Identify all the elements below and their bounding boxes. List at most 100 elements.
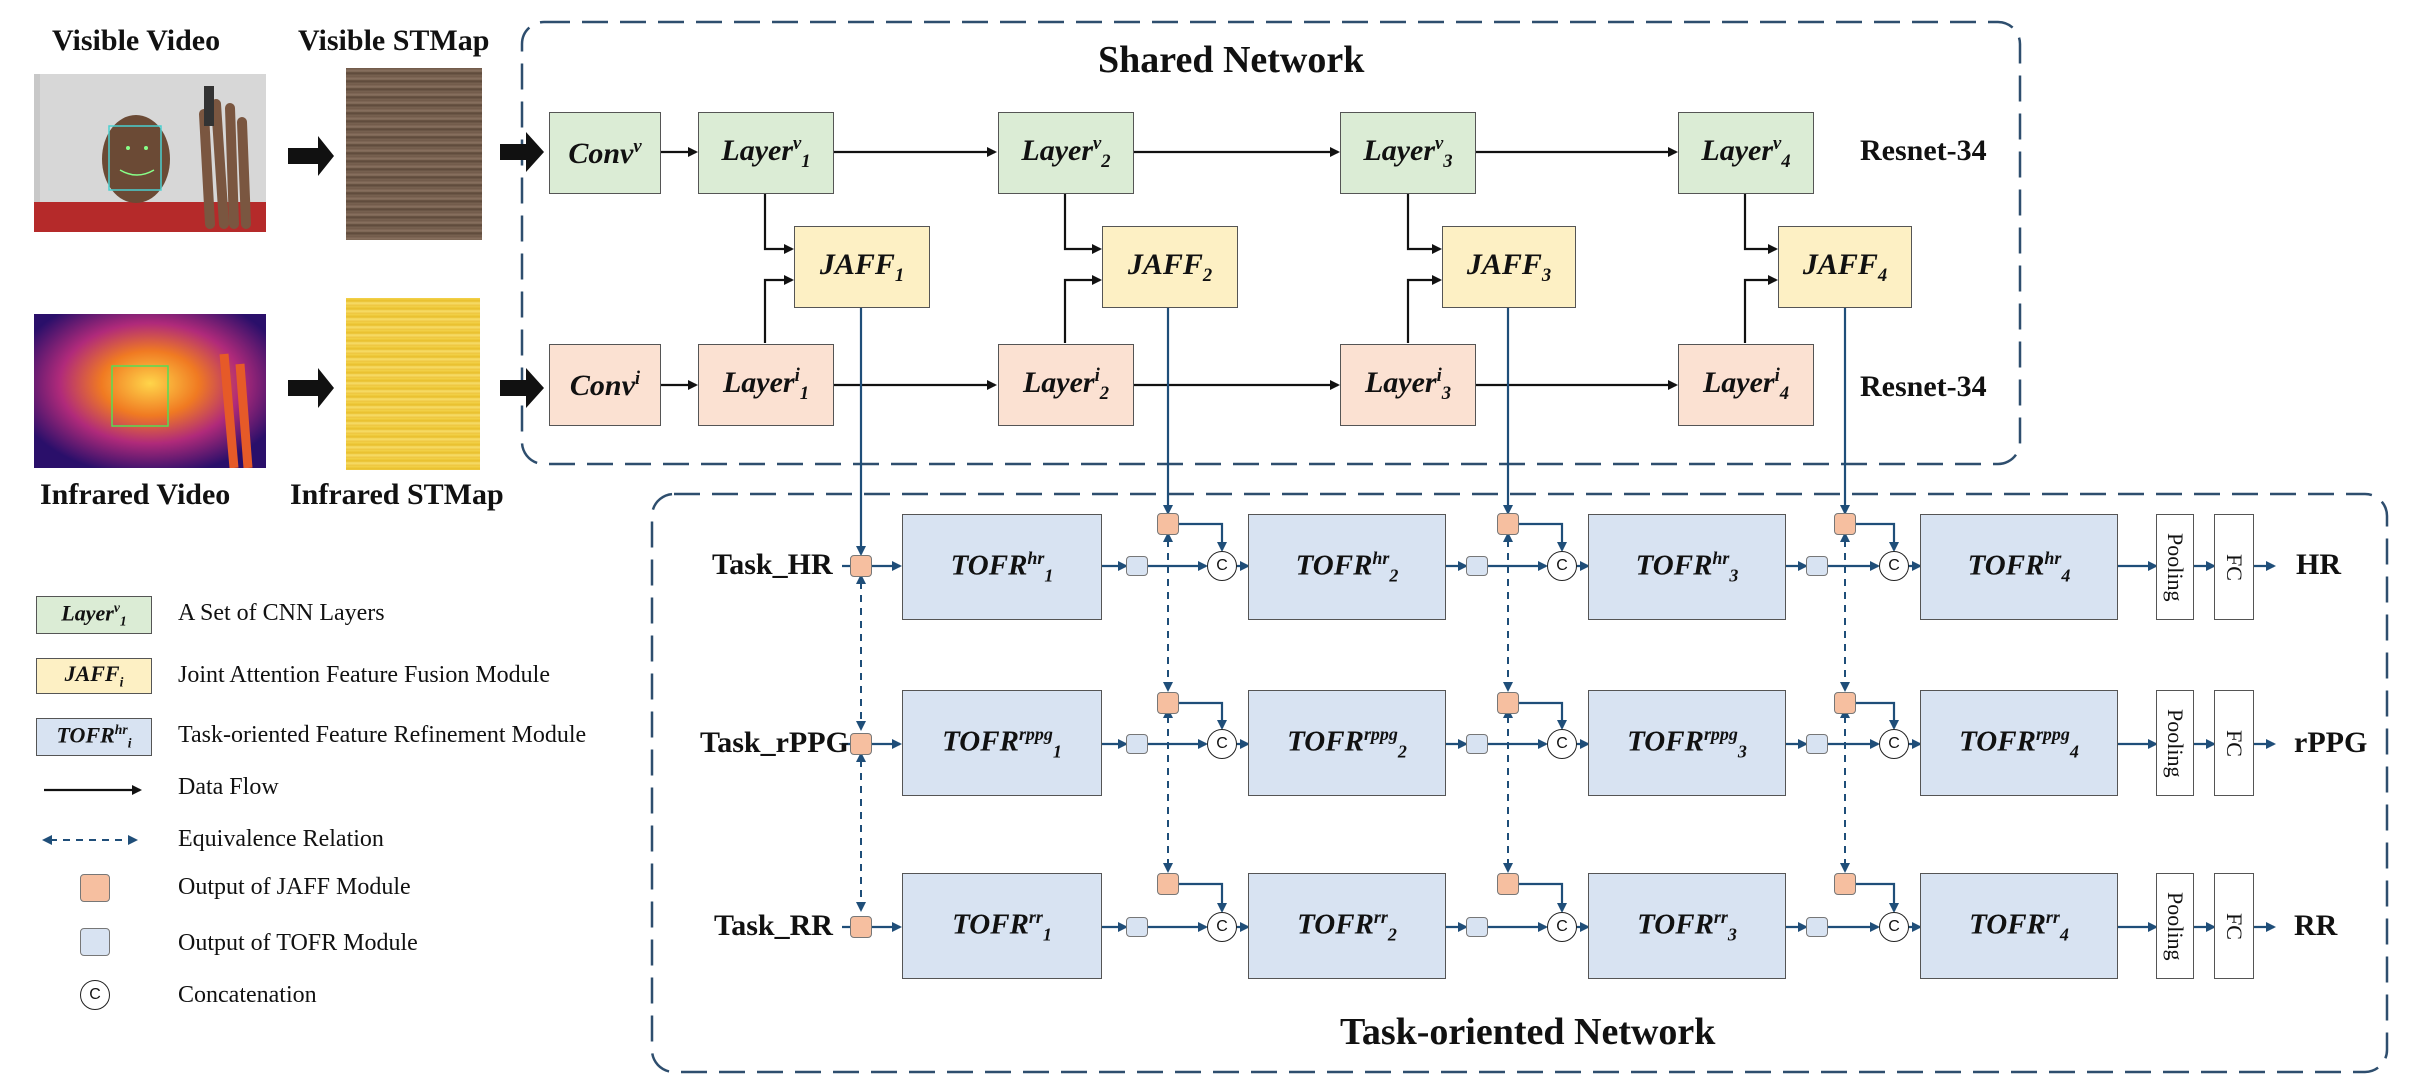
tofr-output-square	[1126, 556, 1148, 576]
concat-circle: C	[1547, 551, 1577, 581]
jaff-output-square	[850, 733, 872, 755]
jaff-output-square	[1157, 873, 1179, 895]
layer-visible-3: Layerv3	[1340, 112, 1476, 194]
jaff-4: JAFF4	[1778, 226, 1912, 308]
tofr-hr-1: TOFRhr1	[902, 514, 1102, 620]
jaff-output-square	[850, 916, 872, 938]
legend-blue-square-icon	[80, 928, 110, 956]
pooling-rppg: Pooling	[2156, 690, 2194, 796]
fc-rppg: FC	[2214, 690, 2254, 796]
tofr-rppg-1: TOFRrppg1	[902, 690, 1102, 796]
legend-jaff-icon: JAFFi	[36, 658, 152, 694]
tofr-output-square	[1126, 917, 1148, 937]
legend-solid-arrow-icon	[44, 780, 144, 800]
legend-dashed-arrow-icon	[48, 830, 140, 850]
jaff-output-square	[1497, 692, 1519, 714]
legend-text: Equivalence Relation	[178, 826, 384, 852]
jaff-output-square	[1834, 513, 1856, 535]
concat-circle: C	[1207, 729, 1237, 759]
jaff-output-square	[1157, 692, 1179, 714]
output-label-hr: HR	[2296, 548, 2341, 581]
concat-circle: C	[1547, 729, 1577, 759]
conv-infrared-text: Convi	[569, 367, 641, 402]
fc-hr: FC	[2214, 514, 2254, 620]
jaff-output-square	[1497, 873, 1519, 895]
tofr-rr-1: TOFRrr1	[902, 873, 1102, 979]
task-label-hr: Task_HR	[712, 548, 833, 581]
visible-stmap-image	[346, 68, 482, 240]
jaff-output-square	[1834, 692, 1856, 714]
layer-infrared-1: Layeri1	[698, 344, 834, 426]
jaff-output-square	[1497, 513, 1519, 535]
fc-rr: FC	[2214, 873, 2254, 979]
conv-infrared: Convi	[549, 344, 661, 426]
concat-circle: C	[1207, 551, 1237, 581]
tofr-output-square	[1806, 556, 1828, 576]
layer-infrared-2: Layeri2	[998, 344, 1134, 426]
infrared-video-label: Infrared Video	[40, 478, 231, 511]
output-label-rppg: rPPG	[2294, 726, 2368, 759]
jaff-output-square	[850, 555, 872, 577]
pooling-rr: Pooling	[2156, 873, 2194, 979]
concat-circle: C	[1547, 912, 1577, 942]
tofr-hr-4: TOFRhr4	[1920, 514, 2118, 620]
layer-visible-2: Layerv2	[998, 112, 1134, 194]
tofr-rppg-4: TOFRrppg4	[1920, 690, 2118, 796]
layer-infrared-3: Layeri3	[1340, 344, 1476, 426]
jaff-output-square	[1157, 513, 1179, 535]
jaff-2: JAFF2	[1102, 226, 1238, 308]
tofr-hr-2: TOFRhr2	[1248, 514, 1446, 620]
concat-circle: C	[1879, 551, 1909, 581]
resnet-label-top: Resnet-34	[1860, 134, 1987, 167]
legend-text: Output of JAFF Module	[178, 874, 411, 900]
jaff-1: JAFF1	[794, 226, 930, 308]
jaff-output-square	[1834, 873, 1856, 895]
tofr-hr-3: TOFRhr3	[1588, 514, 1786, 620]
infrared-stmap-image	[346, 298, 480, 470]
legend-text: Output of TOFR Module	[178, 930, 418, 956]
tofr-output-square	[1466, 734, 1488, 754]
tofr-rppg-3: TOFRrppg3	[1588, 690, 1786, 796]
visible-video-frame	[34, 74, 266, 232]
infrared-stmap-label: Infrared STMap	[290, 478, 504, 511]
task-label-rr: Task_RR	[714, 909, 833, 942]
tofr-output-square	[1466, 556, 1488, 576]
pooling-hr: Pooling	[2156, 514, 2194, 620]
legend-tofr-icon: TOFRhri	[36, 718, 152, 756]
visible-stmap-label: Visible STMap	[298, 24, 490, 57]
concat-circle: C	[1879, 729, 1909, 759]
tofr-output-square	[1806, 917, 1828, 937]
legend-orange-square-icon	[80, 874, 110, 902]
tofr-rppg-2: TOFRrppg2	[1248, 690, 1446, 796]
tofr-output-square	[1126, 734, 1148, 754]
layer-visible-1: Layerv1	[698, 112, 834, 194]
output-label-rr: RR	[2294, 909, 2338, 942]
tofr-rr-3: TOFRrr3	[1588, 873, 1786, 979]
shared-network-frame	[520, 20, 2022, 466]
legend-text: Task-oriented Feature Refinement Module	[178, 722, 587, 748]
shared-network-title: Shared Network	[1098, 39, 1365, 81]
tofr-output-square	[1806, 734, 1828, 754]
conv-visible: Convv	[549, 112, 661, 194]
concat-circle: C	[1879, 912, 1909, 942]
tofr-rr-4: TOFRrr4	[1920, 873, 2118, 979]
task-network-frame	[650, 492, 2389, 1074]
layer-infrared-4: Layeri4	[1678, 344, 1814, 426]
task-network-title: Task-oriented Network	[1340, 1011, 1716, 1053]
legend-layer-icon: Layerv1	[36, 596, 152, 634]
legend-text: Data Flow	[178, 774, 279, 800]
jaff-3: JAFF3	[1442, 226, 1576, 308]
legend-text: Concatenation	[178, 982, 317, 1008]
tofr-output-square	[1466, 917, 1488, 937]
visible-video-label: Visible Video	[52, 24, 221, 57]
concat-circle: C	[1207, 912, 1237, 942]
tofr-rr-2: TOFRrr2	[1248, 873, 1446, 979]
task-label-rppg: Task_rPPG	[700, 726, 849, 759]
legend-text: Joint Attention Feature Fusion Module	[178, 662, 550, 688]
conv-visible-text: Convv	[568, 135, 642, 170]
resnet-label-bottom: Resnet-34	[1860, 370, 1987, 403]
legend-concat-icon: C	[80, 980, 110, 1010]
infrared-video-frame	[34, 314, 266, 468]
legend-text: A Set of CNN Layers	[178, 600, 385, 626]
